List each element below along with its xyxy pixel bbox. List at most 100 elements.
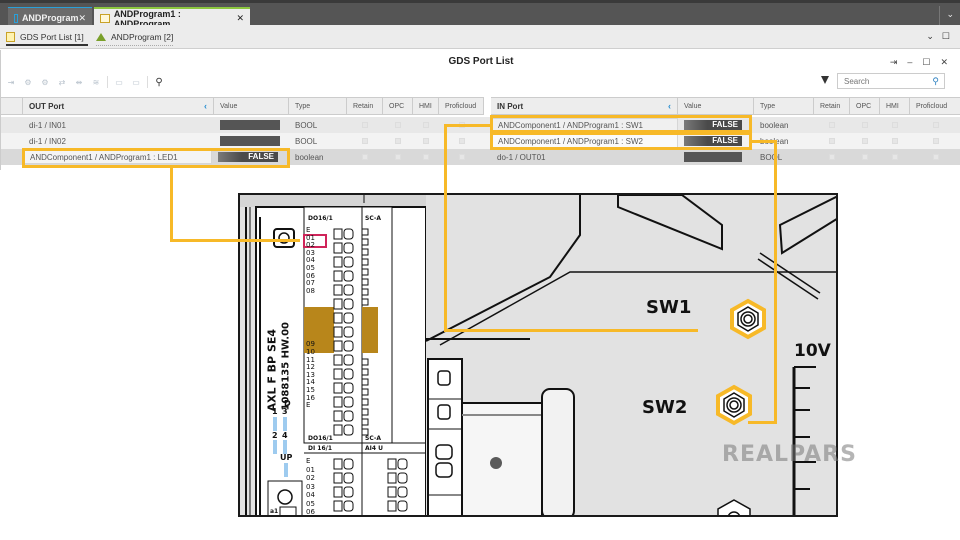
- search-filter-icon[interactable]: ⚲: [932, 76, 939, 86]
- retain-cell[interactable]: [814, 149, 850, 165]
- chevron-down-icon[interactable]: ⌄: [946, 9, 954, 19]
- opc-cell[interactable]: [850, 149, 880, 165]
- table-row[interactable]: di-1 / IN02 BOOL: [23, 133, 484, 149]
- minimize-icon[interactable]: –: [907, 57, 913, 67]
- proficloud-cell[interactable]: [910, 117, 960, 133]
- opc-header[interactable]: OPC: [850, 98, 880, 114]
- proficloud-header[interactable]: Proficloud: [439, 98, 484, 114]
- checkbox[interactable]: [458, 122, 465, 128]
- hmi-cell[interactable]: [413, 149, 439, 165]
- program-icon: [14, 13, 18, 23]
- checkbox[interactable]: [362, 122, 368, 128]
- tab-gds-port-list[interactable]: GDS Port List [1]: [6, 29, 88, 46]
- value-header[interactable]: Value: [678, 98, 754, 114]
- checkbox[interactable]: [362, 154, 368, 160]
- checkbox[interactable]: [892, 138, 898, 144]
- hmi-cell[interactable]: [413, 117, 439, 133]
- value-header[interactable]: Value: [214, 98, 289, 114]
- type-header[interactable]: Type: [754, 98, 814, 114]
- retain-cell[interactable]: [347, 133, 383, 149]
- type-header[interactable]: Type: [289, 98, 347, 114]
- checkbox[interactable]: [423, 138, 429, 144]
- hmi-header[interactable]: HMI: [880, 98, 910, 114]
- retain-cell[interactable]: [814, 117, 850, 133]
- checkbox[interactable]: [423, 154, 429, 160]
- search-icon[interactable]: ⚲: [155, 76, 163, 88]
- collapse-chevron-icon[interactable]: ‹: [204, 101, 207, 111]
- doc-tab-andprogram[interactable]: ANDProgram ✕: [8, 7, 92, 28]
- retain-cell[interactable]: [347, 149, 383, 165]
- opc-cell[interactable]: [850, 117, 880, 133]
- checkbox[interactable]: [862, 122, 868, 128]
- search-box[interactable]: ⚲: [837, 73, 945, 89]
- checkbox[interactable]: [395, 154, 401, 160]
- proficloud-header[interactable]: Proficloud: [910, 98, 960, 114]
- proficloud-cell[interactable]: [439, 133, 484, 149]
- checkbox[interactable]: [862, 138, 868, 144]
- checkbox[interactable]: [932, 122, 939, 128]
- chevron-down-icon[interactable]: ⌄: [926, 31, 934, 41]
- hmi-cell[interactable]: [880, 117, 910, 133]
- link-icon[interactable]: ⇄: [58, 77, 66, 87]
- add-in-port-icon[interactable]: ⚙: [41, 77, 49, 87]
- hmi-cell[interactable]: [880, 149, 910, 165]
- checkbox[interactable]: [862, 154, 868, 160]
- table-row[interactable]: do-1 / OUT01 BOOL: [491, 149, 960, 165]
- checkbox[interactable]: [932, 138, 939, 144]
- sw2-label: SW2: [642, 397, 688, 418]
- remove-all-icon[interactable]: ≋: [92, 77, 100, 87]
- checkbox[interactable]: [458, 154, 465, 160]
- proficloud-cell[interactable]: [910, 149, 960, 165]
- connect-icon[interactable]: ⇥: [7, 77, 15, 87]
- in-port-header[interactable]: IN Port ‹: [491, 98, 678, 114]
- checkbox[interactable]: [932, 154, 939, 160]
- tab-label: ANDProgram [2]: [111, 32, 174, 42]
- checkbox[interactable]: [458, 138, 465, 144]
- checkbox[interactable]: [892, 154, 898, 160]
- table-row[interactable]: ANDComponent1 / ANDProgram1 : LED1 FALSE…: [23, 149, 484, 165]
- checkbox[interactable]: [829, 154, 835, 160]
- maximize-icon[interactable]: ☐: [922, 57, 931, 67]
- tab-andprogram[interactable]: ANDProgram [2]: [96, 29, 174, 46]
- retain-header[interactable]: Retain: [814, 98, 850, 114]
- add-out-port-icon[interactable]: ⚙: [24, 77, 32, 87]
- close-icon[interactable]: ✕: [940, 57, 948, 67]
- pin-icon[interactable]: ⇥: [889, 57, 898, 67]
- opc-cell[interactable]: [383, 149, 413, 165]
- value-cell: [214, 133, 289, 149]
- table-row[interactable]: di-1 / IN01 BOOL: [23, 117, 484, 133]
- proficloud-cell[interactable]: [439, 149, 484, 165]
- close-icon[interactable]: ✕: [236, 13, 244, 23]
- collapse-chevron-icon[interactable]: ‹: [668, 101, 671, 111]
- table-row[interactable]: ANDComponent1 / ANDProgram1 : SW2 FALSE …: [491, 133, 960, 149]
- proficloud-cell[interactable]: [439, 117, 484, 133]
- opc-cell[interactable]: [383, 133, 413, 149]
- search-input[interactable]: [838, 74, 924, 88]
- hmi-cell[interactable]: [880, 133, 910, 149]
- checkbox[interactable]: [829, 138, 835, 144]
- edit-icon[interactable]: ▭: [115, 77, 123, 87]
- opc-cell[interactable]: [383, 117, 413, 133]
- maximize-icon[interactable]: ☐: [941, 31, 950, 41]
- filter-icon[interactable]: [821, 76, 829, 84]
- checkbox[interactable]: [423, 122, 429, 128]
- proficloud-cell[interactable]: [910, 133, 960, 149]
- hmi-cell[interactable]: [413, 133, 439, 149]
- opc-cell[interactable]: [850, 133, 880, 149]
- doc-tab-andprogram1[interactable]: ANDProgram1 : ANDProgram ✕: [94, 7, 250, 29]
- retain-header[interactable]: Retain: [347, 98, 383, 114]
- checkbox[interactable]: [395, 122, 401, 128]
- checkbox[interactable]: [829, 122, 835, 128]
- checkbox[interactable]: [395, 138, 401, 144]
- checkbox[interactable]: [362, 138, 368, 144]
- retain-cell[interactable]: [814, 133, 850, 149]
- hmi-header[interactable]: HMI: [413, 98, 439, 114]
- delete-icon[interactable]: ▭: [132, 77, 140, 87]
- checkbox[interactable]: [892, 122, 898, 128]
- out-port-header[interactable]: OUT Port ‹: [23, 98, 214, 114]
- close-icon[interactable]: ✕: [78, 12, 86, 23]
- opc-header[interactable]: OPC: [383, 98, 413, 114]
- table-row[interactable]: ANDComponent1 / ANDProgram1 : SW1 FALSE …: [491, 117, 960, 133]
- retain-cell[interactable]: [347, 117, 383, 133]
- remove-link-icon[interactable]: ⇹: [75, 77, 83, 87]
